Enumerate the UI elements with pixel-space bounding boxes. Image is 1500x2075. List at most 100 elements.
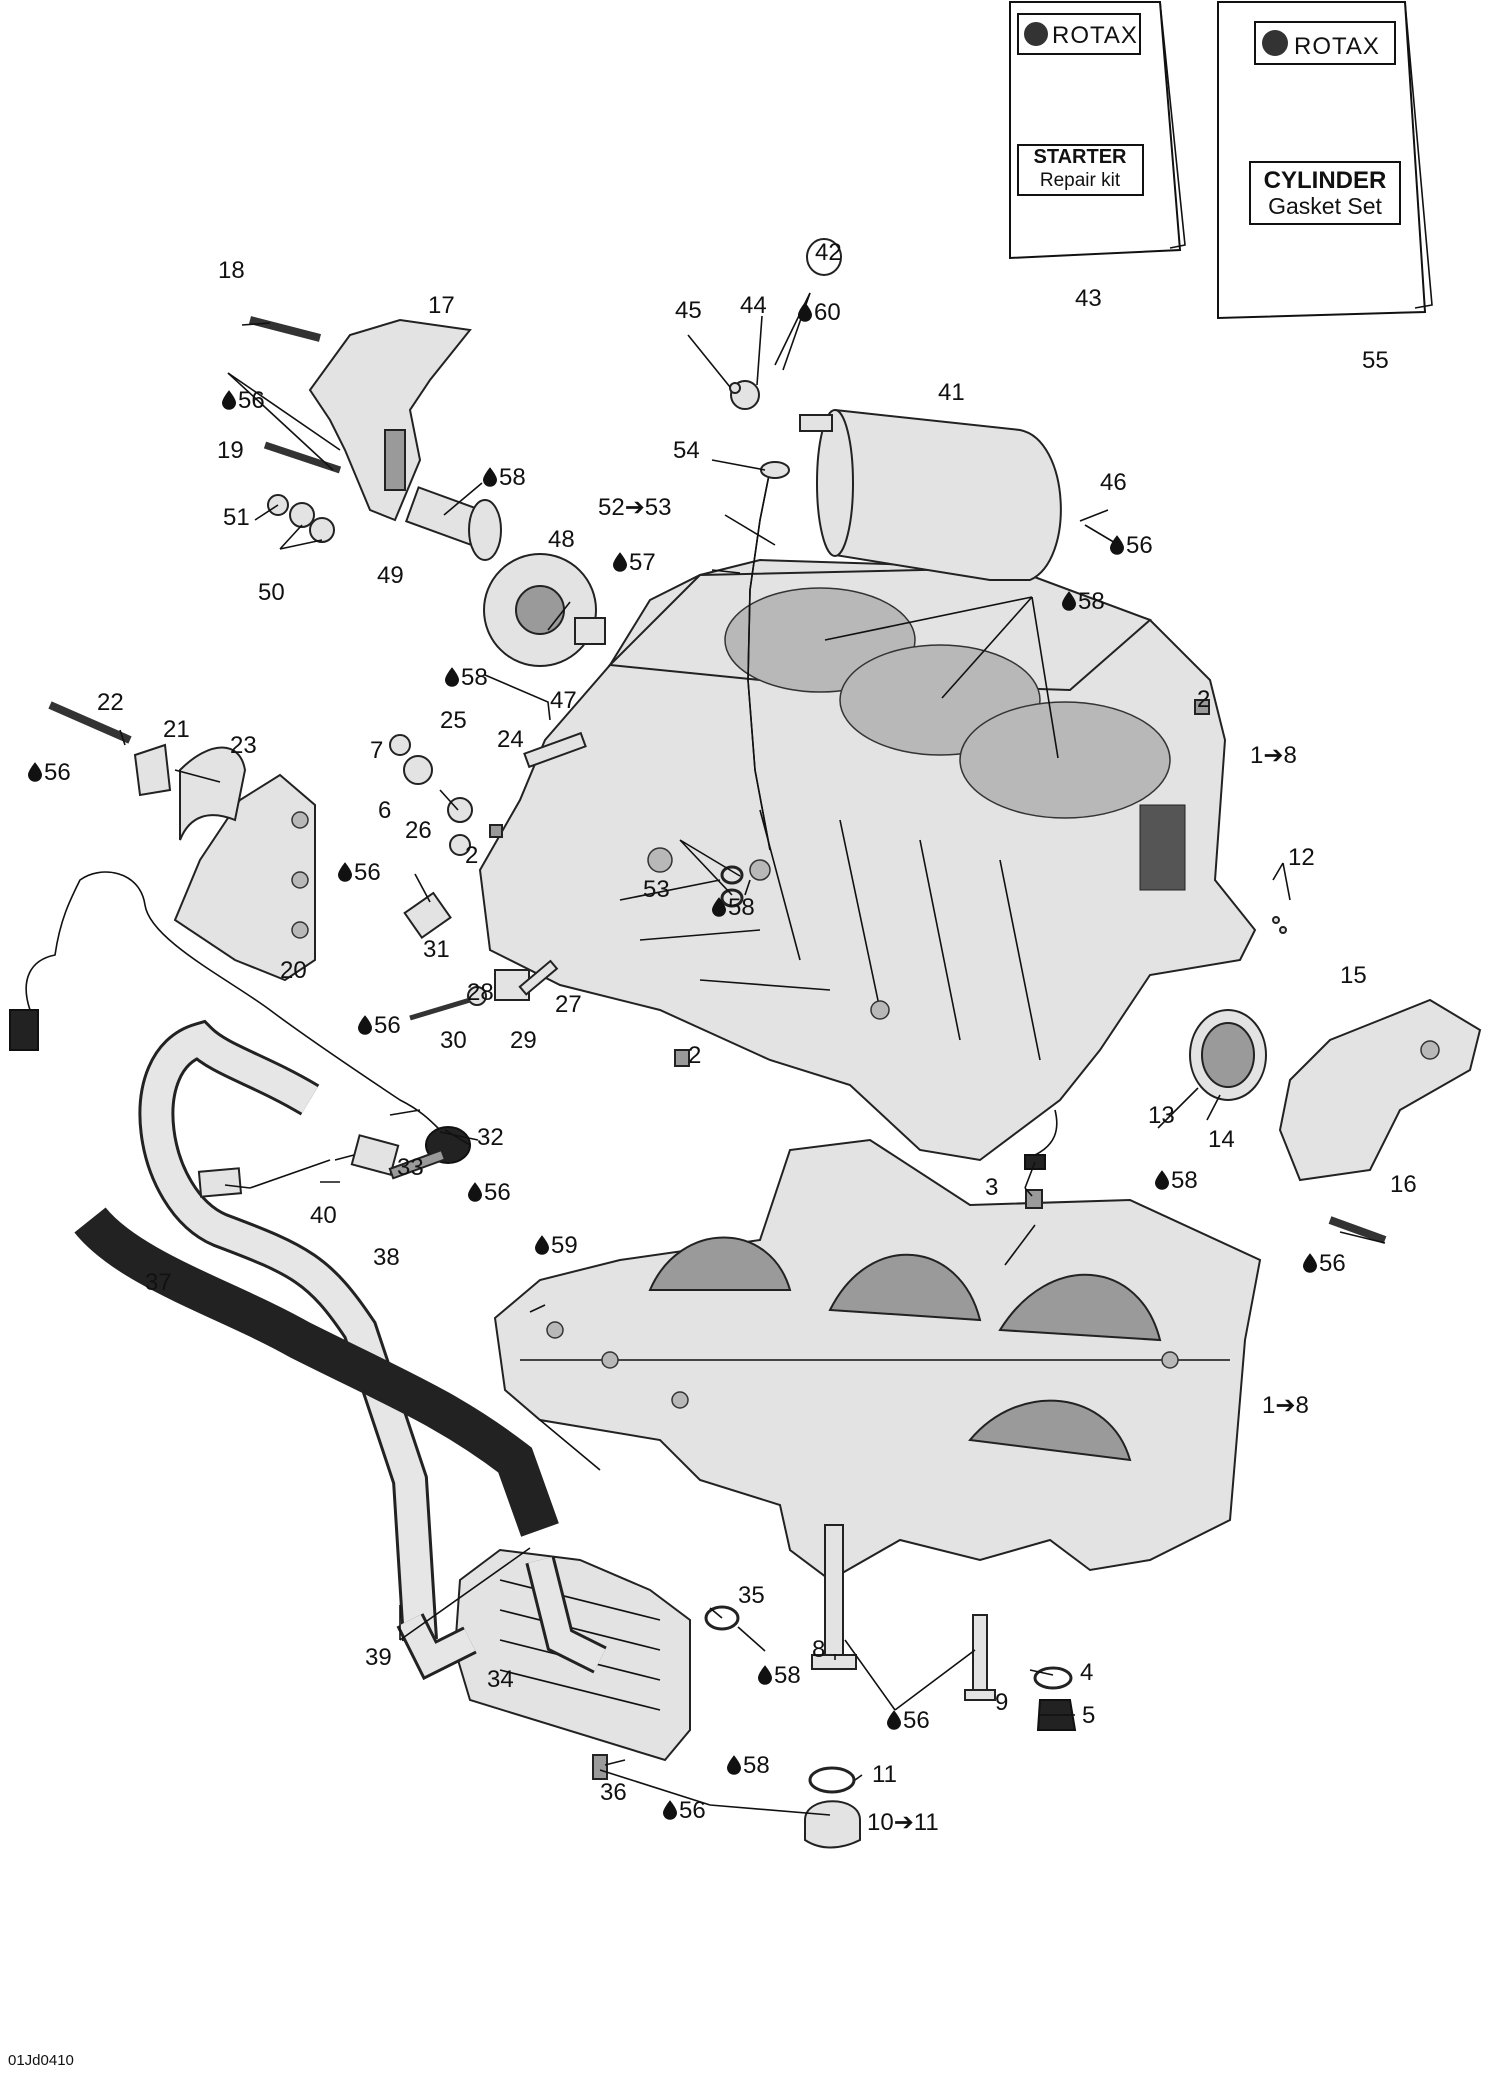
callout-28: 28 [467, 979, 494, 1006]
callout-26: 26 [405, 817, 432, 844]
drop-icon [1110, 535, 1124, 555]
callout-5: 5 [1082, 1702, 1095, 1729]
drop-icon [535, 1235, 549, 1255]
cylinder-gasket-set-booklet: ROTAX CYLINDER Gasket Set [1217, 1, 1433, 320]
callout-22: 22 [97, 689, 124, 716]
lower-crankcase [493, 1138, 1262, 1582]
callout-46: 46 [1100, 469, 1127, 496]
callout-7: 7 [370, 737, 383, 764]
drop-icon [28, 762, 42, 782]
drop-icon [445, 667, 459, 687]
callout-39: 39 [365, 1644, 392, 1671]
sensor-31 [403, 891, 452, 940]
bracket-15 [1278, 998, 1482, 1182]
oil-hose-37 [74, 1206, 559, 1537]
callout-25: 25 [440, 707, 467, 734]
lubricant-56: 56 [238, 387, 265, 414]
callout-38: 38 [373, 1244, 400, 1271]
callout-3: 3 [985, 1174, 998, 1201]
drop-icon [358, 1015, 372, 1035]
clamp-21 [133, 743, 172, 797]
callout-2: 2 [1197, 686, 1210, 713]
callout-33: 33 [397, 1154, 424, 1181]
lubricant-58: 58 [1171, 1167, 1198, 1194]
clamp-40-a [350, 1134, 400, 1176]
callout-17: 17 [428, 292, 455, 319]
starter-motor [799, 408, 1062, 581]
lubricant-56: 56 [374, 1012, 401, 1039]
lubricant-58: 58 [499, 464, 526, 491]
callout-14: 14 [1208, 1126, 1235, 1153]
lubricant-58: 58 [461, 664, 488, 691]
callout-11: 11 [872, 1761, 897, 1788]
callout-2: 2 [688, 1042, 701, 1069]
callout-19: 19 [217, 437, 244, 464]
callout-18: 18 [218, 257, 245, 284]
callout-37: 37 [145, 1269, 172, 1296]
lubricant-56: 56 [1319, 1250, 1346, 1277]
upper-crankcase [478, 558, 1257, 1162]
starter-gear-48 [483, 553, 597, 667]
callout-40: 40 [310, 1202, 337, 1229]
callout-8: 8 [812, 1636, 825, 1663]
rotax-gear-icon [1024, 22, 1048, 46]
lubricant-58: 58 [774, 1662, 801, 1689]
lubricant-57: 57 [629, 549, 656, 576]
callout-10-to-11: 10➔11 [867, 1809, 939, 1836]
callout-36: 36 [600, 1779, 627, 1806]
harness-connector [9, 1009, 39, 1051]
bracket-17 [308, 318, 472, 522]
callout-51: 51 [223, 504, 250, 531]
callout-12: 12 [1288, 844, 1315, 871]
callout-30: 30 [440, 1027, 467, 1054]
cylinder-kit-subtitle: Gasket Set [1268, 193, 1382, 219]
callout-1-to-8: 1➔8 [1250, 742, 1297, 769]
drop-icon [798, 302, 812, 322]
bolt-9 [972, 1614, 988, 1696]
drop-icon [1155, 1170, 1169, 1190]
callout-32: 32 [477, 1124, 504, 1151]
lubricant-58: 58 [743, 1752, 770, 1779]
callout-24: 24 [497, 726, 524, 753]
drop-icon [887, 1710, 901, 1730]
callout-13: 13 [1148, 1102, 1175, 1129]
drop-icon [758, 1665, 772, 1685]
lubricant-59: 59 [551, 1232, 578, 1259]
bolt-8 [824, 1524, 844, 1661]
callout-4: 4 [1080, 1659, 1093, 1686]
drop-icon [468, 1182, 482, 1202]
callout-43: 43 [1075, 285, 1102, 312]
lubricant-56: 56 [903, 1707, 930, 1734]
callout-16: 16 [1390, 1171, 1417, 1198]
drop-icon [1303, 1253, 1317, 1273]
starter-kit-title: STARTER [1034, 146, 1128, 168]
callout-45: 45 [675, 297, 702, 324]
callout-1-to-8: 1➔8 [1262, 1392, 1309, 1419]
drop-icon [613, 552, 627, 572]
drop-icon [663, 1800, 677, 1820]
callout-20: 20 [280, 957, 307, 984]
callout-9: 9 [995, 1689, 1008, 1716]
rotax-gear-icon [1262, 30, 1288, 56]
drop-icon [338, 862, 352, 882]
lubricant-60: 60 [814, 299, 841, 326]
lubricant-56: 56 [484, 1179, 511, 1206]
callout-47: 47 [550, 687, 577, 714]
callout-50: 50 [258, 579, 285, 606]
drop-icon [222, 390, 236, 410]
callout-29: 29 [510, 1027, 537, 1054]
bushing-47 [574, 617, 606, 645]
callout-54: 54 [673, 437, 700, 464]
callout-55: 55 [1362, 347, 1389, 374]
callout-27: 27 [555, 991, 582, 1018]
lubricant-56: 56 [44, 759, 71, 786]
callout-44: 44 [740, 292, 767, 319]
callout-23: 23 [230, 732, 257, 759]
starter-shaft-49 [404, 486, 502, 561]
drop-icon [483, 467, 497, 487]
callout-53: 53 [643, 876, 670, 903]
image-code: 01Jd0410 [8, 2052, 74, 2069]
callout-42: 42 [815, 239, 842, 266]
lubricant-58: 58 [1078, 588, 1105, 615]
